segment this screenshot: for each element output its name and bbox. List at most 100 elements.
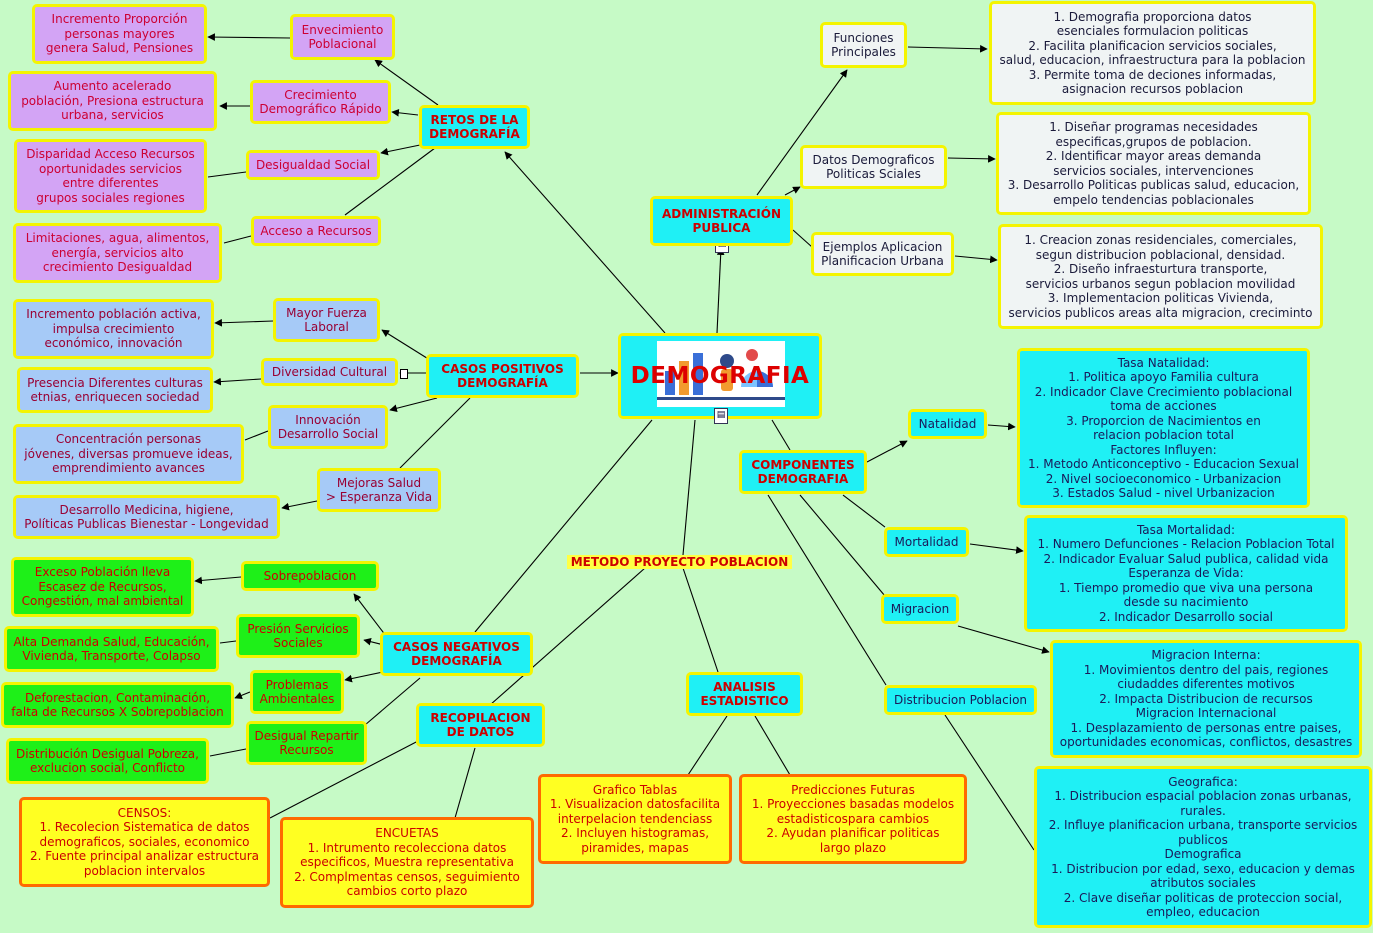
positivos-fuerza-detail: Incremento población activa,impulsa crec…	[13, 299, 214, 359]
text-line: 3. Permite toma de deciones informadas,	[1028, 67, 1277, 82]
componentes-natalidad[interactable]: Natalidad	[908, 409, 987, 439]
text-line: oportunidades economicas, conflictos, de…	[1059, 735, 1353, 750]
text-line: Presencia Diferentes culturas	[27, 375, 203, 390]
branch-metodo-proyecto[interactable]: METODO PROYECTO POBLACION	[567, 555, 792, 569]
text-line: Tasa Mortalidad:	[1136, 522, 1236, 537]
positivos-salud[interactable]: Mejoras Salud> Esperanza Vida	[317, 468, 441, 512]
text-line: 2. Ayudan planificar politicas	[766, 826, 940, 841]
text-line: 2. Diseño infraesturtura transporte,	[1053, 262, 1268, 276]
text-line: Principales	[831, 45, 896, 59]
text-line: grupos sociales regiones	[36, 190, 185, 205]
text-line: 2. Clave diseñar politicas de proteccion…	[1063, 890, 1343, 905]
text-line: Desarrollo Medicina, higiene,	[59, 502, 234, 517]
text-line: salud, educacion, infraestructura para l…	[999, 53, 1306, 67]
text-line: Demográfico Rápido	[259, 102, 382, 116]
text-line: servicios sociales, intervenciones	[1053, 163, 1254, 178]
componentes-mortalidad[interactable]: Mortalidad	[884, 527, 969, 557]
text-line: etnias, enriquecen sociedad	[30, 390, 200, 404]
text-line: 2. Incluyen histogramas,	[560, 826, 710, 841]
collapse-toggle[interactable]	[400, 369, 408, 379]
componentes-distribucion[interactable]: Distribucion Poblacion	[884, 685, 1037, 715]
text-line: piramides, mapas	[581, 840, 689, 855]
negativos-presion-detail: Alta Demanda Salud, Educación,Vivienda, …	[4, 626, 219, 672]
text-line: CASOS NEGATIVOS	[393, 639, 520, 654]
text-line: urbana, servicios	[61, 108, 164, 123]
text-line: Tasa Natalidad:	[1117, 355, 1210, 370]
central-topic-demografia[interactable]: DEMOGRAFIA	[618, 333, 822, 419]
text-line: Distribucion Poblacion	[893, 692, 1028, 707]
text-line: emprendimiento avances	[52, 461, 205, 476]
text-line: 3. Desarrollo Politicas publicas salud, …	[1007, 178, 1300, 192]
text-line: esenciales formulacion politicas	[1056, 24, 1249, 38]
text-line: crecimiento Desigualdad	[42, 260, 193, 275]
text-line: Incremento Proporción	[51, 12, 188, 27]
text-line: Deforestacion, Contaminación,	[24, 690, 211, 705]
text-line: largo plazo	[819, 840, 887, 855]
note-icon[interactable]: ▤	[714, 408, 728, 424]
text-line: Crecimiento	[284, 87, 357, 102]
text-line: 3. Implementacion politicas Vivienda,	[1047, 291, 1274, 305]
text-line: 2. Indicador Evaluar Salud publica, cali…	[1043, 551, 1329, 566]
text-line: 1. Proyecciones basadas modelos	[751, 797, 955, 812]
recopilacion-censos[interactable]: CENSOS:1. Recolecion Sistematica de dato…	[19, 797, 270, 887]
text-line: 1. Politica apoyo Familia cultura	[1068, 370, 1259, 384]
text-line: 1. Metodo Anticonceptivo - Educacion Sex…	[1028, 457, 1299, 471]
text-line: 3. Proporcion de Nacimientos en	[1066, 413, 1261, 428]
text-line: publicos	[1178, 832, 1228, 847]
text-line: RECOPILACION	[430, 710, 531, 725]
text-line: estadisticospara cambios	[776, 811, 930, 826]
retos-desigualdad[interactable]: Desigualdad Social	[246, 150, 380, 180]
text-line: entre diferentes	[62, 176, 159, 190]
text-line: asignacion recursos poblacion	[1061, 82, 1244, 96]
text-line: Planificacion Urbana	[821, 254, 944, 268]
text-line: ANALISIS	[713, 679, 776, 694]
text-line: CENSOS:	[117, 805, 172, 820]
text-line: Mortalidad	[894, 534, 959, 549]
componentes-migracion-detail: Migracion Interna:1. Movimientos dentro …	[1050, 640, 1362, 758]
text-line: rurales.	[1180, 803, 1226, 818]
text-line: Sobrepoblacion	[263, 568, 357, 583]
text-line: Demografica	[1164, 847, 1242, 861]
text-line: servicios publicos areas alta migracion,…	[1008, 305, 1313, 320]
text-line: especificos, Muestra representativa	[300, 855, 514, 870]
negativos-sobrepoblacion[interactable]: Sobrepoblacion	[241, 561, 379, 591]
text-line: Escasez de Recursos,	[38, 579, 167, 594]
text-line: Sociales	[273, 636, 323, 650]
text-line: Funciones	[833, 30, 894, 45]
text-line: Desigualdad Social	[255, 157, 371, 172]
text-line: empelo tendencias poblacionales	[1053, 192, 1254, 207]
text-line: Poblacional	[308, 37, 377, 51]
positivos-diversidad[interactable]: Diversidad Cultural	[261, 358, 398, 386]
text-line: Datos Demograficos	[812, 152, 935, 167]
componentes-mortalidad-detail: Tasa Mortalidad:1. Numero Defunciones - …	[1024, 515, 1348, 632]
text-line: 2. Identificar mayor areas demanda	[1045, 149, 1262, 163]
retos-acceso[interactable]: Acceso a Recursos	[251, 216, 381, 246]
text-line: impulsa crecimiento	[52, 321, 175, 336]
text-line: Limitaciones, agua, alimentos,	[25, 231, 210, 246]
componentes-migracion[interactable]: Migracion	[881, 594, 959, 624]
